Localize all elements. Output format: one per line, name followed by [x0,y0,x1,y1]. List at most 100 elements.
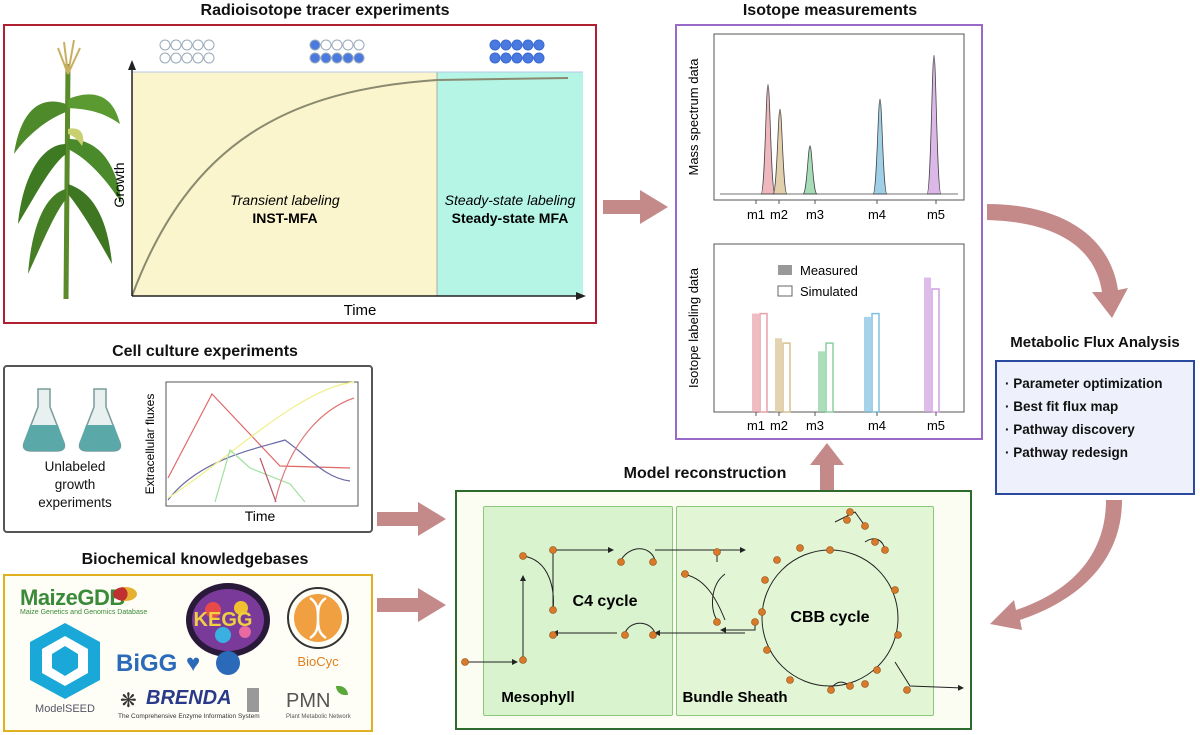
flux-chart: Extracellular fluxes Time [143,381,359,524]
legend-simulated-swatch [777,285,793,297]
culture-title: Cell culture experiments [112,343,298,360]
github-icon [216,651,240,675]
maizegdb-name: MaizeGDB [20,585,125,610]
flask-icon [78,388,122,452]
kb-title: Biochemical knowledgebases [81,551,309,568]
cbb-cycle-label: CBB cycle [790,609,869,626]
ms-tick-label: m3 [806,207,824,222]
measure-title: Isotope measurements [742,2,918,19]
heart-icon: ♥ [186,650,201,677]
bar-simulated [871,312,880,413]
steady-label: Steady-state labeling [445,192,576,208]
bar-measured [818,351,825,412]
biocyc-text: BioCyc [297,654,339,669]
il-tick-label: m5 [927,418,945,433]
flux-ylabel: Extracellular fluxes [143,394,157,495]
mfa-panel: · Parameter optimization · Best fit flux… [995,360,1195,495]
arrow-tracer-to-measure [603,190,668,224]
maizegdb-sub: Maize Genetics and Genomics Database [20,609,148,616]
ms-peak [772,108,788,195]
bigg-logo: BiGG [116,650,178,677]
mfa-item: · Parameter optimization [1005,376,1163,391]
inst-mfa-label: INST-MFA [252,210,317,226]
kegg-logo: KEGG [186,583,270,657]
flux-xlabel: Time [245,508,276,524]
ms-peak [926,54,942,195]
arrow-model-to-measure [810,443,844,490]
maize-plant-image [14,39,122,300]
il-tick-label: m2 [770,418,788,433]
ms-tick-label: m1 [747,207,765,222]
transient-region [132,72,437,296]
il-tick-label: m3 [806,418,824,433]
ms-peak [802,145,818,195]
growth-curve [131,77,569,297]
culture-caption: Unlabeled growth experiments [20,458,130,512]
pathway-diagram: C4 cycle CBB cycle Mesophyll Bundle Shea… [461,508,964,706]
bar-simulated [931,288,940,413]
maizegdb-corn-icon [113,587,137,601]
bar-simulated [759,312,768,413]
measure-panel [675,24,983,440]
ms-tick-label: m2 [770,207,788,222]
kegg-text: KEGG [194,609,253,631]
legend-simulated-label: Simulated [800,284,858,299]
culture-caption-line: growth [54,477,96,492]
mesophyll-cell [483,506,673,716]
metabolite-nodes [461,508,911,694]
brenda-building-icon [247,688,259,712]
culture-panel [3,365,373,533]
pmn-logo: PMN [286,690,331,712]
arrow-mfa-to-model [990,500,1122,630]
il-ylabel: Isotope labeling data [686,267,701,388]
tracer-panel [3,24,597,324]
growth-xlabel: Time [344,302,377,319]
arrow-culture-to-model [377,502,446,536]
ms-peak [872,98,888,195]
ms-ylabel: Mass spectrum data [686,58,701,176]
bar-simulated [825,342,834,413]
bar-measured [924,277,931,412]
culture-caption-line: experiments [38,495,112,510]
tracer-title: Radioisotope tracer experiments [200,2,450,19]
legend-measured-label: Measured [800,263,858,278]
ms-plot-frame [713,33,965,201]
mfa-title: Metabolic Flux Analysis [1010,334,1180,351]
ms-tick-label: m4 [868,207,886,222]
mfa-item: · Pathway discovery [1005,422,1135,437]
unlabeled-circles [159,39,215,64]
bar-measured [775,338,782,412]
brenda-logo: BRENDA [146,687,232,709]
fully-labeled-circles [489,39,545,64]
modelseed-logo: ModelSEED [30,623,100,715]
pmn-sub: Plant Metabolic Network [286,714,351,720]
bar-measured [864,316,871,412]
arrow-measure-to-mfa [987,204,1128,318]
growth-chart: Growth Time Transient labeling INST-MFA … [111,39,586,319]
growth-ylabel: Growth [111,162,127,207]
ms-peak [760,84,776,195]
culture-caption-line: Unlabeled [44,459,106,474]
il-tick-label: m1 [747,418,765,433]
il-tick-label: m4 [868,418,886,433]
steady-region [437,72,583,296]
transient-label: Transient labeling [230,192,340,208]
modelseed-text: ModelSEED [35,703,95,715]
flask-icon [22,388,66,452]
ms-tick-label: m5 [927,207,945,222]
bar-simulated [782,342,791,413]
mfa-item: · Best fit flux map [1005,399,1119,414]
brenda-sub: The Comprehensive Enzyme Information Sys… [118,713,260,720]
mass-spectrum-chart: Mass spectrum data m1 m2 m3 m4 m5 [686,33,965,222]
c4-cycle-label: C4 cycle [573,593,638,610]
bar-measured [752,313,759,412]
mfa-item: · Pathway redesign [1005,445,1129,460]
steady-mfa-label: Steady-state MFA [452,210,569,226]
arrow-kb-to-model [377,588,446,622]
bundle-sheath-label: Bundle Sheath [682,689,787,706]
pmn-leaf-icon [336,686,348,695]
brenda-icon: ❋ [120,690,137,712]
maizegdb-logo: MaizeGDB Maize Genetics and Genomics Dat… [20,585,147,616]
model-title: Model reconstruction [623,465,787,482]
